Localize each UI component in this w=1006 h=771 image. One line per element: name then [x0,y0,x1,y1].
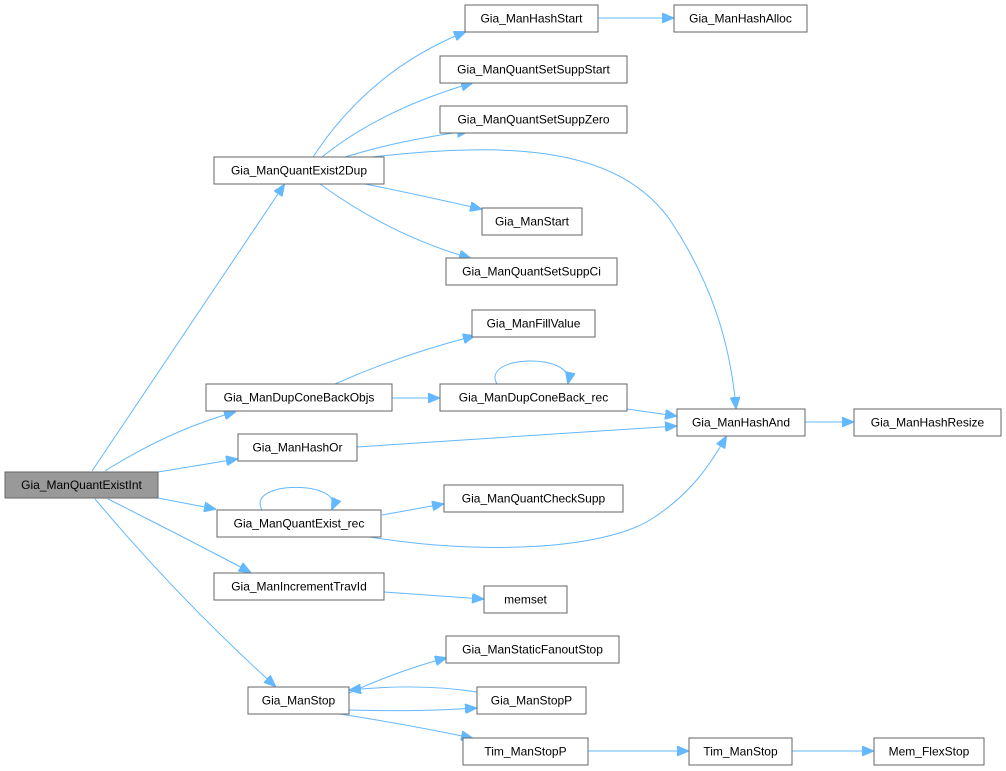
edge-incrementtravid-memset [383,591,483,599]
node-label: Gia_ManQuantExist2Dup [231,164,367,178]
node-man-start[interactable]: Gia_ManStart [481,207,583,236]
edge-exist2dup-manstart [364,183,481,209]
node-check-supp[interactable]: Gia_ManQuantCheckSupp [443,484,624,513]
node-label: Gia_ManQuantExist_rec [234,517,365,531]
edge-root-hashor [157,459,237,473]
node-label: Gia_ManQuantSetSuppStart [457,63,610,77]
node-label: Tim_ManStop [703,745,778,759]
node-label: Gia_ManStopP [491,694,572,708]
node-label: Gia_ManDupConeBackObjs [224,391,375,405]
edge-manstopp-manstop [350,687,478,692]
node-hash-and[interactable]: Gia_ManHashAnd [676,408,806,437]
node-label: Gia_ManQuantSetSuppZero [457,113,609,127]
edge-quantexistrec-hashand [369,437,726,548]
node-hash-or[interactable]: Gia_ManHashOr [237,433,358,462]
node-man-stop-p[interactable]: Gia_ManStopP [476,686,587,715]
edge-quantexistrec-self [259,486,333,510]
edge-manstop-timmanstopp [339,713,472,738]
node-label: Gia_ManStart [495,215,570,229]
edge-exist2dup-suppci [319,183,470,258]
edges [91,18,873,751]
node-label: Gia_ManHashAnd [692,416,790,430]
node-hash-resize[interactable]: Gia_ManHashResize [853,408,1002,437]
node-label: Gia_ManDupConeBack_rec [459,391,608,405]
edge-dupconebackrec-hashand [626,408,676,416]
edge-exist2dup-hashand [371,149,736,408]
edge-root-exist2dup [91,185,284,472]
node-dup-cone-back-rec[interactable]: Gia_ManDupConeBack_rec [439,383,628,412]
edge-dupconebackobjs-fillvalue [334,336,474,385]
node-static-fanout-stop[interactable]: Gia_ManStaticFanoutStop [445,635,620,664]
edge-root-incrementtravid [107,498,250,572]
node-label: Gia_ManQuantExistInt [21,478,142,492]
node-root[interactable]: Gia_ManQuantExistInt [4,471,159,499]
edge-manstop-manstopp [348,708,476,711]
node-supp-zero[interactable]: Gia_ManQuantSetSuppZero [439,105,628,134]
node-label: Gia_ManFillValue [487,317,581,331]
node-fill-value[interactable]: Gia_ManFillValue [471,309,596,338]
node-mem-flex-stop[interactable]: Mem_FlexStop [873,737,985,766]
node-label: Mem_FlexStop [889,745,970,759]
node-memset[interactable]: memset [483,585,568,614]
node-hash-alloc[interactable]: Gia_ManHashAlloc [673,4,808,33]
edge-root-manstop [94,498,275,686]
node-label: Tim_ManStopP [484,745,566,759]
edge-hashor-hashand [356,426,676,448]
node-man-stop[interactable]: Gia_ManStop [247,686,350,715]
edge-exist2dup-hashstart [312,32,465,158]
node-label: Gia_ManHashAlloc [689,12,792,26]
node-label: Gia_ManQuantSetSuppCi [462,265,601,279]
node-label: Gia_ManHashOr [252,441,342,455]
edge-quantexistrec-checksupp [381,504,443,516]
node-hash-start[interactable]: Gia_ManHashStart [464,4,599,33]
nodes: Gia_ManQuantExistInt Gia_ManHashStart Gi… [4,4,1002,766]
node-supp-ci[interactable]: Gia_ManQuantSetSuppCi [445,257,618,286]
node-label: Gia_ManHashResize [871,416,985,430]
node-dup-cone-back-objs[interactable]: Gia_ManDupConeBackObjs [205,383,393,412]
node-label: Gia_ManHashStart [480,12,583,26]
node-increment-trav-id[interactable]: Gia_ManIncrementTravId [213,572,385,601]
node-quant-exist-rec[interactable]: Gia_ManQuantExist_rec [216,509,382,538]
node-supp-start[interactable]: Gia_ManQuantSetSuppStart [439,55,628,84]
edge-root-quantexistrec [157,497,215,509]
node-tim-man-stop[interactable]: Tim_ManStop [688,737,793,766]
node-label: Gia_ManStop [262,694,336,708]
node-label: Gia_ManQuantCheckSupp [462,492,606,506]
node-tim-man-stop-p[interactable]: Tim_ManStopP [462,737,589,766]
edge-dupconebackrec-self [494,360,568,384]
node-exist2dup[interactable]: Gia_ManQuantExist2Dup [213,156,385,185]
node-label: memset [504,593,547,607]
node-label: Gia_ManIncrementTravId [231,580,367,594]
edge-root-dupconebackobjs [104,412,235,472]
node-label: Gia_ManStaticFanoutStop [462,643,603,657]
edge-exist2dup-suppstart [321,83,472,158]
